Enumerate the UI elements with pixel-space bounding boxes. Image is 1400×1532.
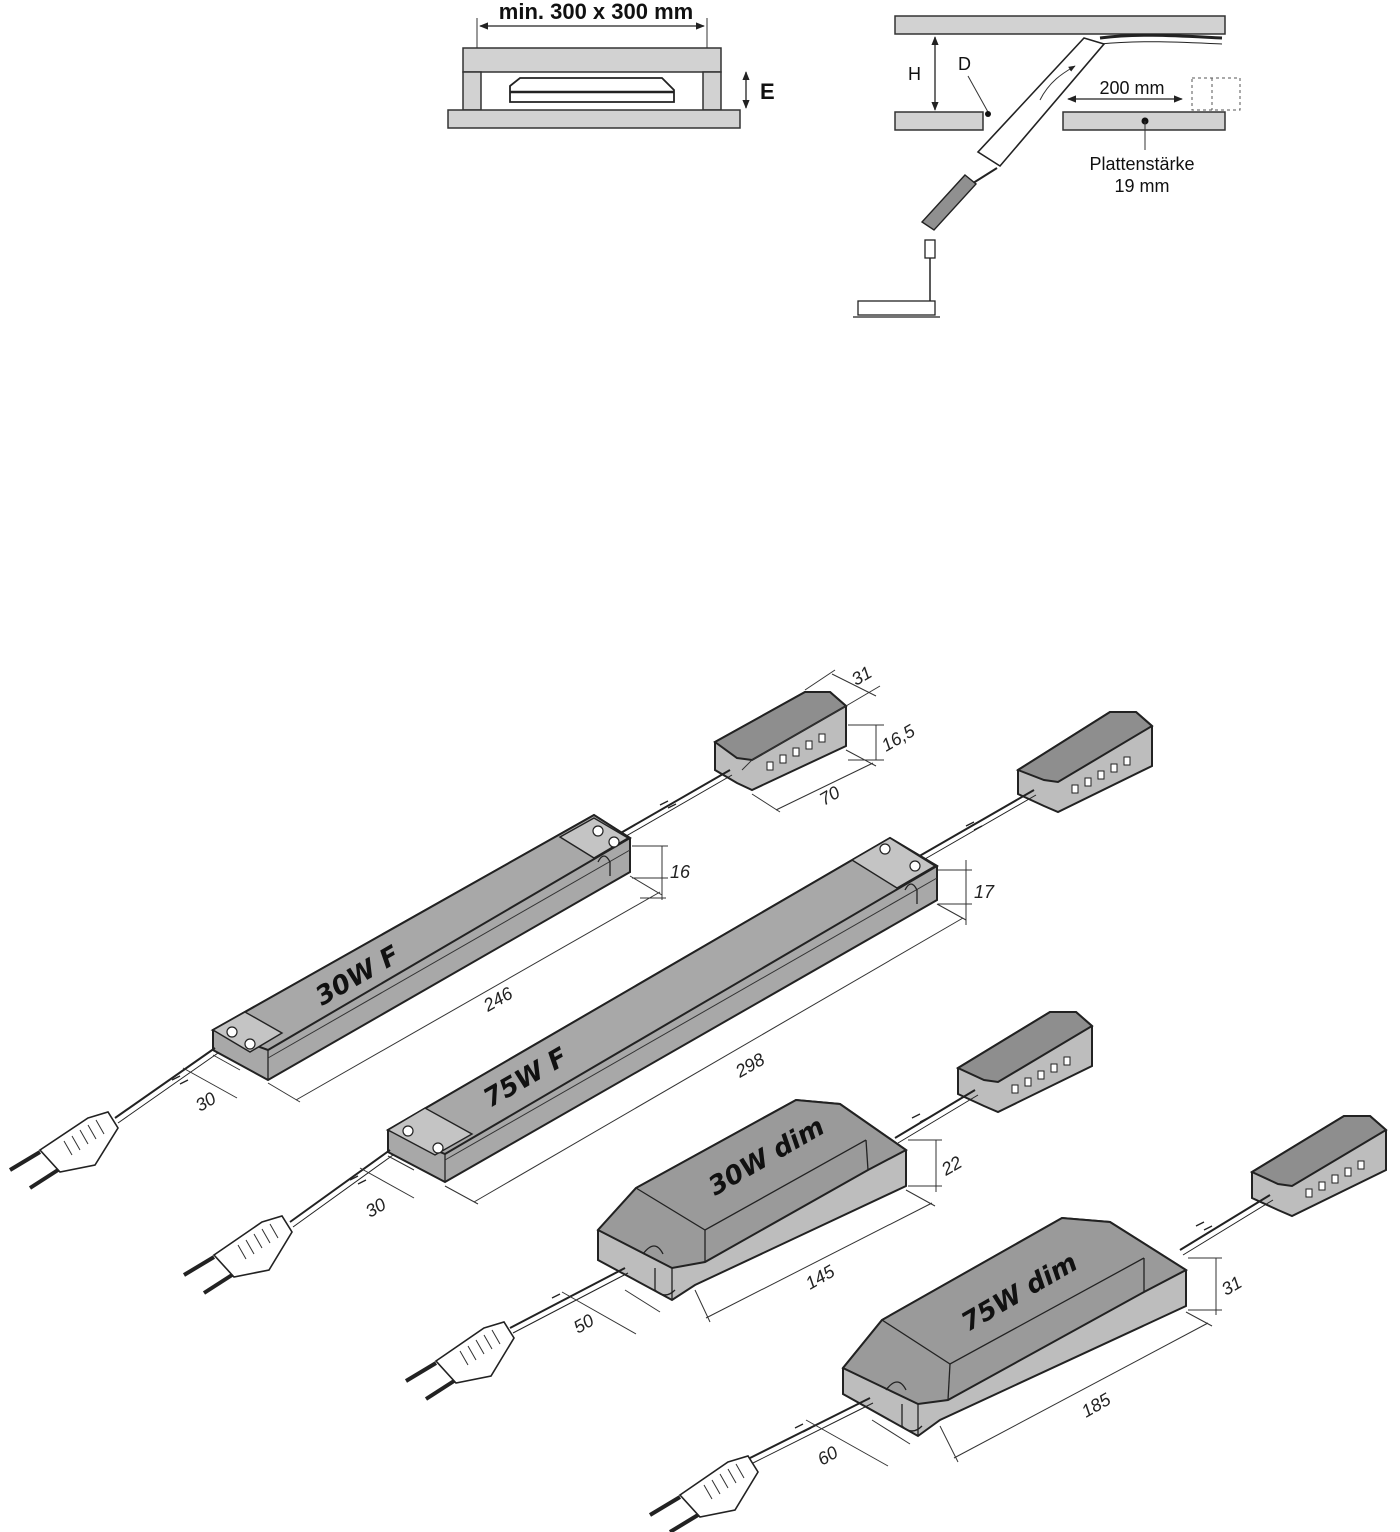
height-label-h: H bbox=[908, 64, 921, 84]
product-height-label: 31 bbox=[1218, 1272, 1245, 1299]
cable-length-label: 30 bbox=[362, 1194, 389, 1221]
distance-label-d: D bbox=[958, 54, 971, 74]
product-length-label: 185 bbox=[1078, 1389, 1115, 1422]
distributor-depth-label: 31 bbox=[848, 662, 875, 689]
cavity-diagram: min. 300 x 300 mm E bbox=[447, 0, 775, 129]
product-length-label: 298 bbox=[731, 1049, 768, 1082]
mounting-diagram: H D 200 mm Plattenstärke 19 mm bbox=[853, 15, 1241, 318]
plate-thickness-label: Plattenstärke bbox=[1089, 154, 1194, 174]
spacing-label: 200 mm bbox=[1099, 78, 1164, 98]
cable-length-label: 30 bbox=[192, 1088, 219, 1115]
cable-length-label: 50 bbox=[570, 1310, 597, 1337]
plate-thickness-value: 19 mm bbox=[1114, 176, 1169, 196]
product-length-label: 246 bbox=[479, 983, 517, 1016]
product-height-label: 16 bbox=[670, 862, 691, 882]
product-height-label: 22 bbox=[937, 1152, 965, 1180]
distributor-height-label: 16,5 bbox=[878, 720, 919, 755]
cavity-height-label: E bbox=[760, 79, 775, 104]
product-75w-f: 75W F 17 298 30 bbox=[182, 711, 1154, 1295]
product-length-label: 145 bbox=[802, 1261, 839, 1294]
distributor-width-label: 70 bbox=[816, 782, 843, 809]
product-30w-f: 30W F 16 246 30 bbox=[8, 691, 848, 1190]
cable-length-label: 60 bbox=[814, 1442, 841, 1469]
product-30w-dim: 30W dim 22 145 50 bbox=[404, 1011, 1094, 1401]
cavity-dimension-label: min. 300 x 300 mm bbox=[499, 0, 693, 24]
product-height-label: 17 bbox=[974, 882, 995, 902]
